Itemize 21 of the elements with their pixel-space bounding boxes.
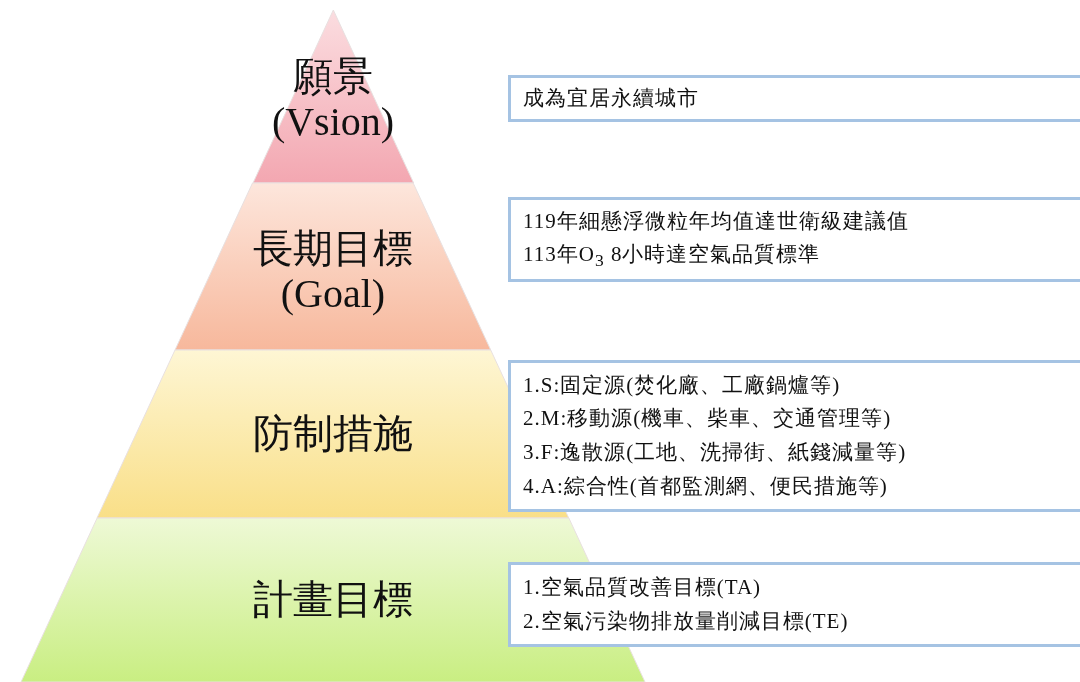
text-box: [508, 562, 1080, 647]
tier-label: (Goal): [280, 271, 386, 317]
text-box: [508, 75, 1080, 122]
pyramid-tier: [252, 10, 414, 183]
tier-label: 願景: [293, 54, 373, 100]
box-text: 1.S:固定源(焚化廠、工廠鍋爐等): [523, 371, 842, 399]
box-text: 3.F:逸散源(工地、洗掃街、紙錢減量等): [523, 439, 908, 466]
tier-label: 長期目標: [253, 226, 413, 272]
text-box: [508, 360, 1080, 512]
box-text: 2.空氣污染物排放量削減目標(TE): [523, 607, 850, 635]
tier-label: (Vsion): [271, 99, 395, 145]
box-text: 2.M:移動源(機車、柴車、交通管理等): [523, 405, 893, 433]
tier-label: 防制措施: [253, 411, 413, 457]
text-box: [508, 197, 1080, 282]
tier-label: 計畫目標: [253, 577, 413, 623]
box-text: 113年O$_{3}$ 8小時達空氣品質標準: [523, 241, 822, 273]
box-text: 119年細懸浮微粒年均值達世衛級建議值: [523, 207, 910, 235]
box-text: 1.空氣品質改善目標(TA): [523, 573, 763, 601]
box-text: 成為宜居永續城市: [523, 84, 700, 112]
box-text: 4.A:綜合性(首都監測網、便民措施等): [523, 472, 889, 500]
pyramid-tier: [175, 183, 491, 350]
